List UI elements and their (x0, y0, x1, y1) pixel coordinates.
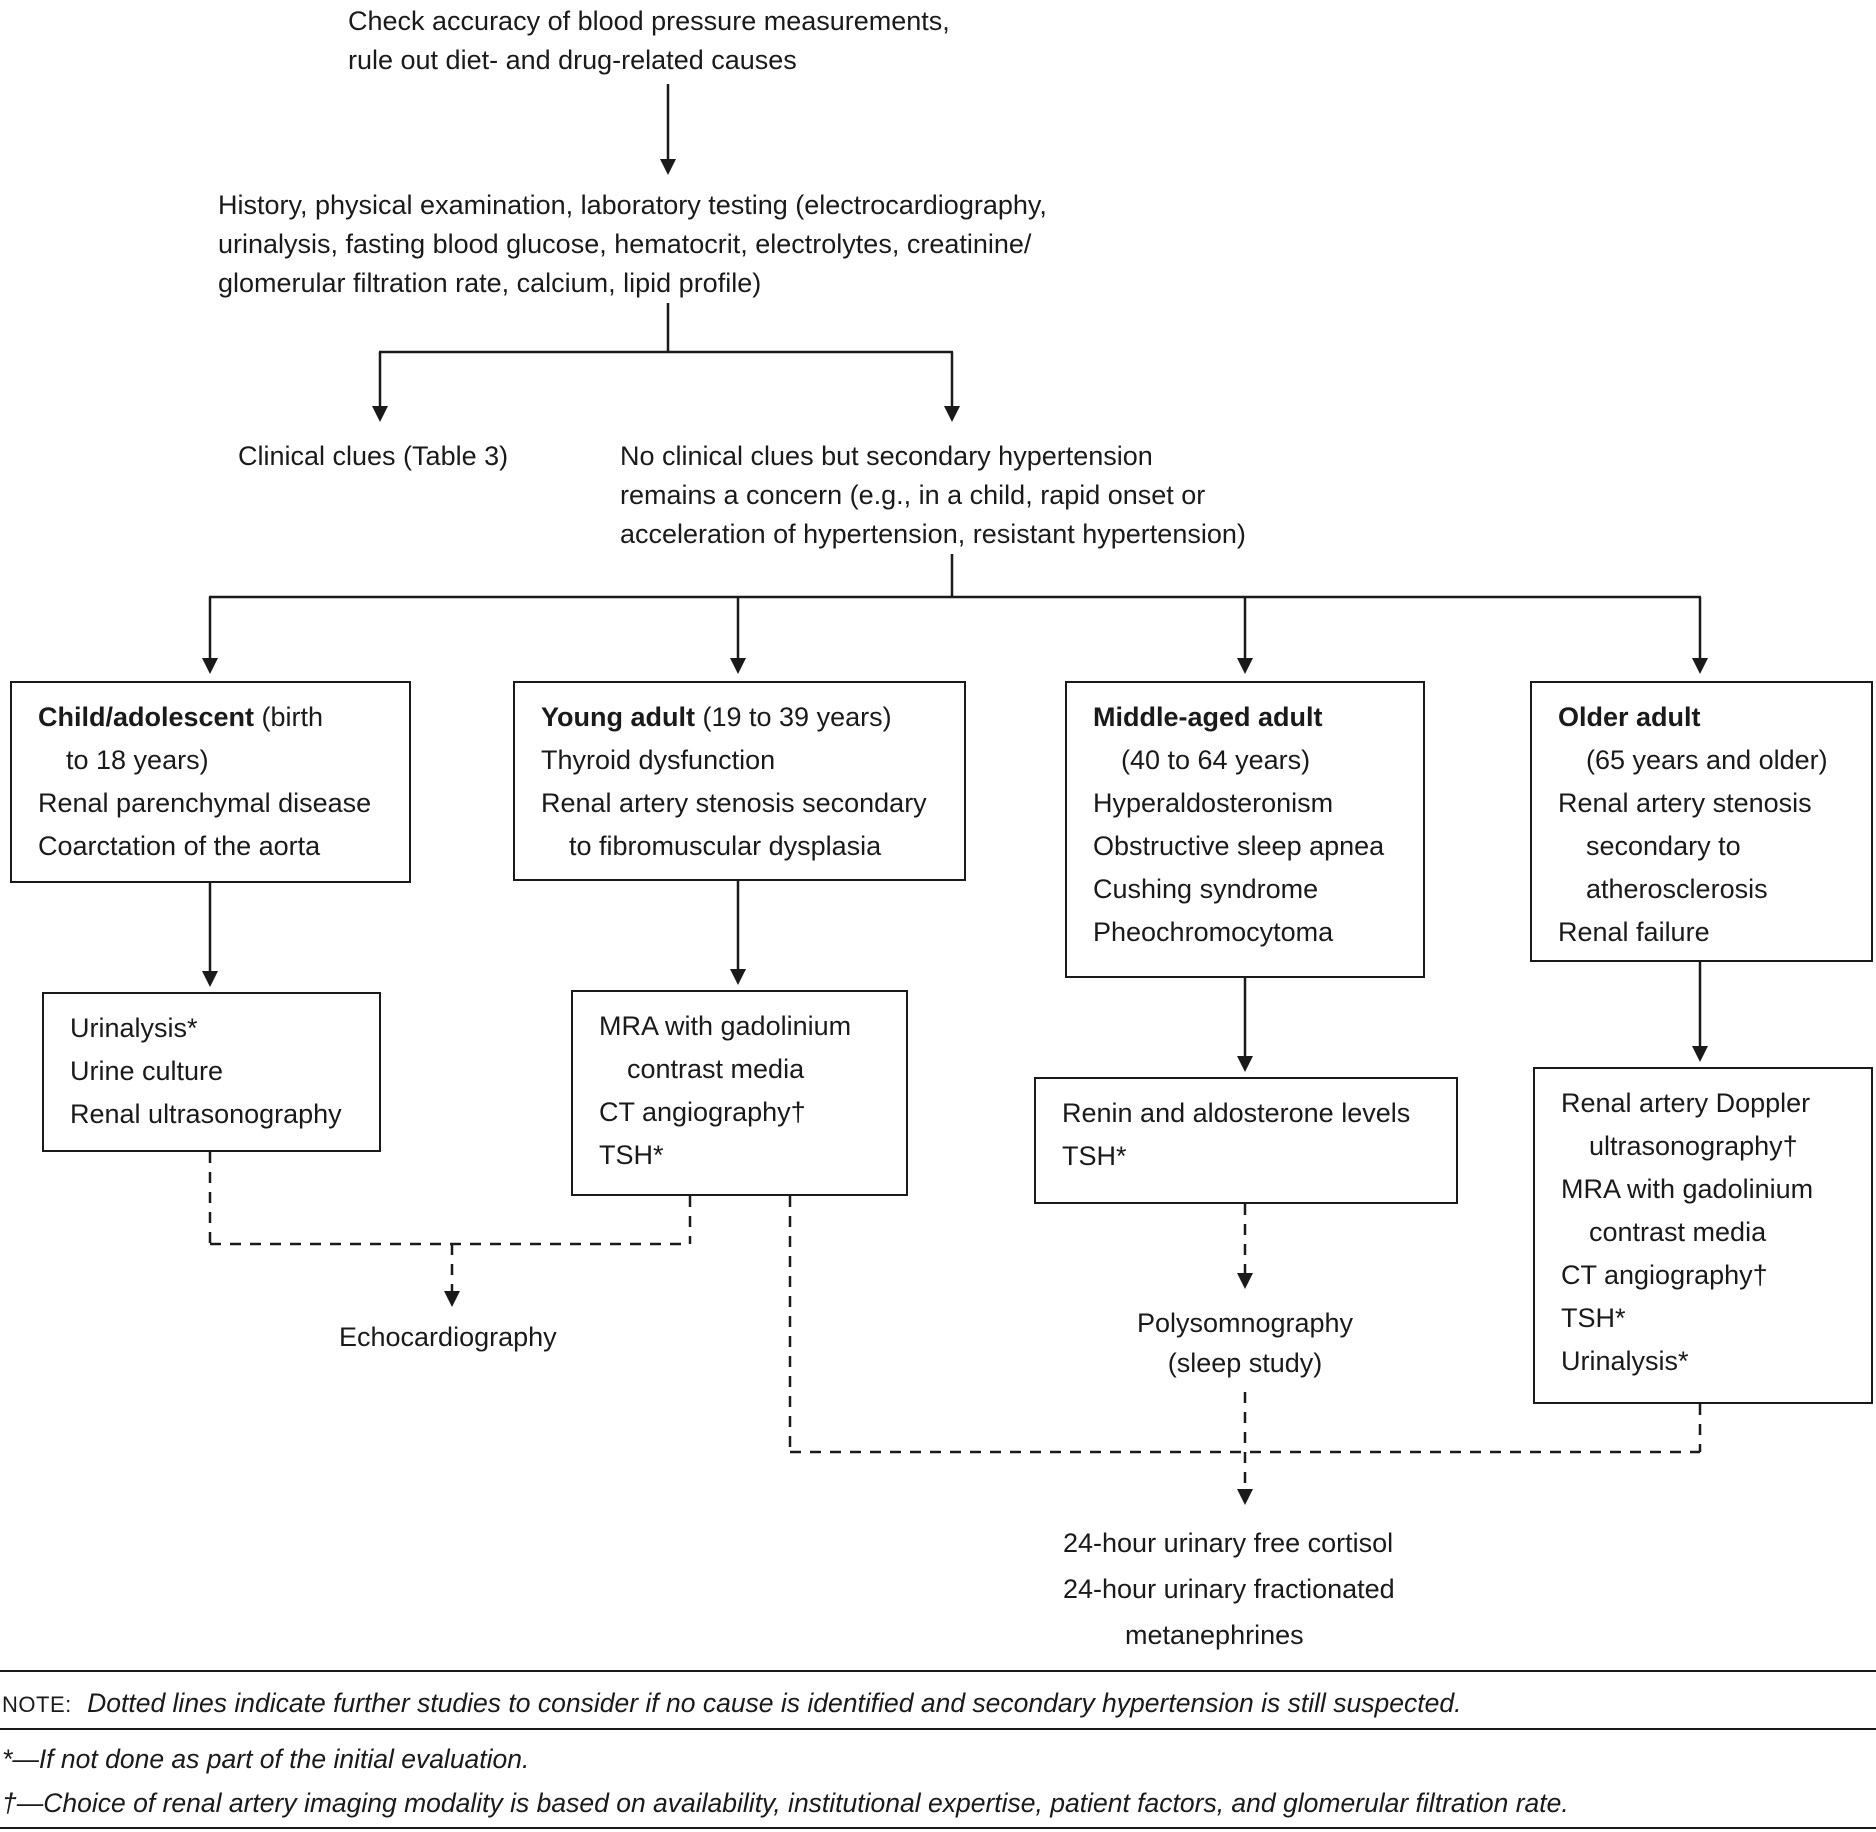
footnote-asterisk: *—If not done as part of the initial eva… (2, 1744, 530, 1774)
footnote-dagger: †—Choice of renal artery imaging modalit… (2, 1788, 1569, 1818)
further-urinary-line2: 24-hour urinary fractionated (1063, 1574, 1395, 1604)
age-group-middle-subtitle: (40 to 64 years) (1121, 745, 1311, 775)
further-urinary-line3: metanephrines (1125, 1620, 1304, 1650)
age-group-middle-item3: Cushing syndrome (1093, 874, 1319, 904)
tests-older-item1b: ultrasonography† (1589, 1131, 1798, 1161)
tests-older-item1: Renal artery Doppler (1561, 1088, 1811, 1118)
age-group-middle-box: Middle-aged adult (40 to 64 years) Hyper… (1065, 681, 1425, 978)
age-group-child-title-rest: (birth (254, 702, 324, 732)
note-text: Dotted lines indicate further studies to… (87, 1688, 1462, 1718)
age-group-older-title-bold: Older adult (1558, 702, 1701, 732)
rule-middle (0, 1728, 1876, 1730)
age-group-young-title-bold: Young adult (541, 702, 695, 732)
tests-child-item1: Urinalysis* (70, 1013, 198, 1043)
tests-middle-box: Renin and aldosterone levels TSH* (1034, 1077, 1458, 1204)
age-group-child-box: Child/adolescent (birth to 18 years) Ren… (10, 681, 411, 883)
age-group-older-title: Older adult (1558, 696, 1859, 739)
tests-older-item4: TSH* (1561, 1303, 1626, 1333)
age-group-young-item2: Renal artery stenosis secondary (541, 788, 927, 818)
age-group-older-box: Older adult (65 years and older) Renal a… (1530, 681, 1873, 962)
further-polysomnography-line2: (sleep study) (1167, 1348, 1323, 1378)
age-group-young-item2b: to fibromuscular dysplasia (569, 831, 882, 861)
age-group-young-title-rest: (19 to 39 years) (694, 702, 892, 732)
note-line: NOTE: Dotted lines indicate further stud… (2, 1684, 1461, 1724)
tests-child-item3: Renal ultrasonography (70, 1099, 342, 1129)
tests-child-item2: Urine culture (70, 1056, 224, 1086)
age-group-older-subtitle: (65 years and older) (1586, 745, 1828, 775)
age-group-middle-item1: Hyperaldosteronism (1093, 788, 1334, 818)
tests-older-item5: Urinalysis* (1561, 1346, 1689, 1376)
branch-age-rail (209, 554, 1701, 599)
branch-no-clinical-clues-line2: remains a concern (e.g., in a child, rap… (620, 480, 1206, 510)
tests-young-item1: MRA with gadolinium (599, 1011, 852, 1041)
note-label: NOTE: (2, 1692, 72, 1717)
branch-clinical-clues: Clinical clues (Table 3) (238, 441, 509, 471)
branch-no-clinical-clues-line1: No clinical clues but secondary hyperten… (620, 441, 1153, 471)
age-group-older-item2: Renal failure (1558, 917, 1710, 947)
further-urinary-line1: 24-hour urinary free cortisol (1063, 1528, 1394, 1558)
branch-no-clinical-clues: No clinical clues but secondary hyperten… (620, 437, 1246, 554)
further-polysomnography-line1: Polysomnography (1136, 1308, 1354, 1338)
tests-older-item2b: contrast media (1589, 1217, 1767, 1247)
branch-no-clinical-clues-line3: acceleration of hypertension, resistant … (620, 519, 1246, 549)
tests-young-item1b: contrast media (627, 1054, 805, 1084)
step-check-accuracy-line2: rule out diet- and drug-related causes (348, 45, 797, 75)
step-history-exam-line2: urinalysis, fasting blood glucose, hemat… (218, 229, 1032, 259)
step-check-accuracy-line1: Check accuracy of blood pressure measure… (348, 6, 950, 36)
step-check-accuracy: Check accuracy of blood pressure measure… (348, 2, 950, 80)
further-polysomnography: Polysomnography (sleep study) (1095, 1303, 1395, 1383)
age-group-child-subtitle: to 18 years) (66, 745, 209, 775)
further-echocardiography: Echocardiography (339, 1322, 557, 1352)
tests-young-box: MRA with gadolinium contrast media CT an… (571, 990, 908, 1196)
tests-young-item2: CT angiography† (599, 1097, 806, 1127)
age-group-middle-item4: Pheochromocytoma (1093, 917, 1334, 947)
step-history-exam: History, physical examination, laborator… (218, 186, 1047, 303)
tests-middle-item1: Renin and aldosterone levels (1062, 1098, 1411, 1128)
age-group-young-box: Young adult (19 to 39 years) Thyroid dys… (513, 681, 966, 881)
age-group-child-title-bold: Child/adolescent (38, 702, 255, 732)
age-group-middle-title-bold: Middle-aged adult (1093, 702, 1323, 732)
age-group-older-item1: Renal artery stenosis (1558, 788, 1812, 818)
tests-child-box: Urinalysis* Urine culture Renal ultrason… (42, 992, 381, 1152)
age-group-middle-title: Middle-aged adult (1093, 696, 1411, 739)
tests-older-item3: CT angiography† (1561, 1260, 1768, 1290)
age-group-young-title: Young adult (19 to 39 years) (541, 696, 952, 739)
age-group-middle-item2: Obstructive sleep apnea (1093, 831, 1385, 861)
age-group-young-item1: Thyroid dysfunction (541, 745, 776, 775)
age-group-older-item1c: atherosclerosis (1586, 874, 1768, 904)
rule-bottom (0, 1827, 1876, 1829)
tests-older-item2: MRA with gadolinium (1561, 1174, 1814, 1204)
further-urinary-studies: 24-hour urinary free cortisol 24-hour ur… (1063, 1520, 1395, 1658)
tests-young-item3: TSH* (599, 1140, 664, 1170)
step-history-exam-line3: glomerular filtration rate, calcium, lip… (218, 268, 762, 298)
age-group-child-item2: Coarctation of the aorta (38, 831, 321, 861)
tests-older-box: Renal artery Doppler ultrasonography† MR… (1533, 1067, 1873, 1404)
age-group-older-item1b: secondary to (1586, 831, 1741, 861)
step-history-exam-line1: History, physical examination, laborator… (218, 190, 1047, 220)
rule-top (0, 1670, 1876, 1672)
tests-middle-item2: TSH* (1062, 1141, 1127, 1171)
age-group-child-item1: Renal parenchymal disease (38, 788, 372, 818)
age-group-child-title: Child/adolescent (birth (38, 696, 397, 739)
branch-top-rail (379, 303, 953, 354)
